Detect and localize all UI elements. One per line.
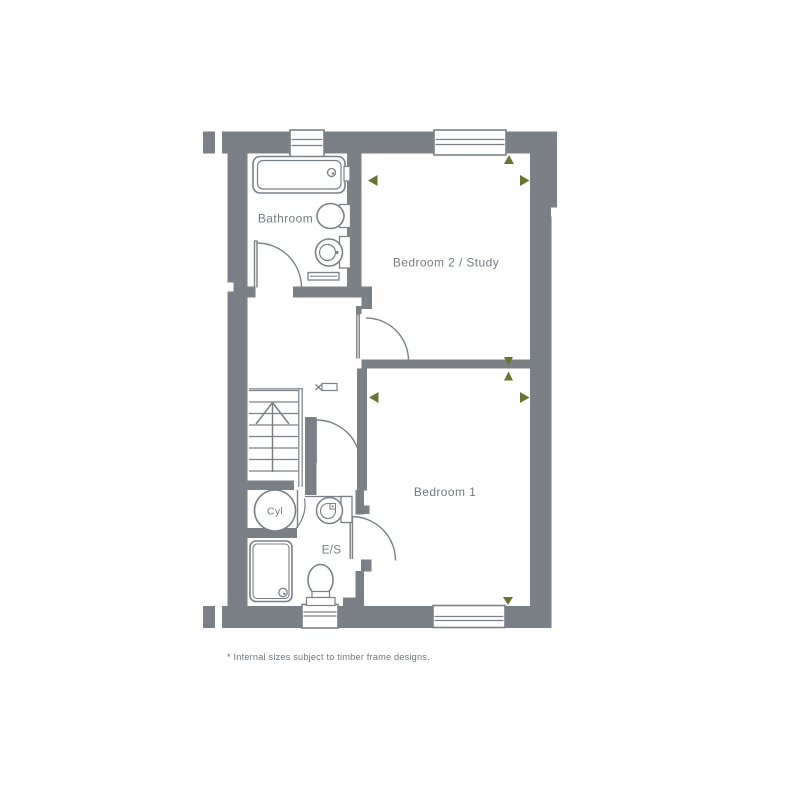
dim-arrow-down-bed1-icon [503, 597, 513, 605]
windows [286, 129, 507, 629]
party-wall-break-bottom [215, 604, 222, 630]
wall-bed2-door-stub [361, 297, 372, 309]
toilet-icon [314, 235, 352, 269]
cylinder-label: Cyl [267, 506, 283, 518]
ensuite-basin-icon [305, 495, 353, 525]
door-ensuite-icon [349, 515, 397, 561]
wall-bathroom-south [293, 286, 372, 298]
bathroom-label: Bathroom [258, 212, 313, 226]
door-bathroom-icon [253, 240, 303, 288]
wall-stairs-newel [305, 417, 317, 495]
party-wall-break-right [551, 207, 559, 217]
dim-arrow-up-bed2-icon [504, 155, 514, 164]
window-ensuite-icon [301, 603, 339, 629]
wall-ensuite-door-stub [361, 559, 372, 572]
wall-bed1-bed2-divider [361, 359, 530, 369]
bathroom-fixtures [252, 155, 352, 281]
dim-arrow-left-bed1-icon [369, 392, 379, 403]
dim-arrow-left-bed2-icon [368, 175, 378, 186]
wall-bed2-door-jamb [356, 306, 362, 314]
party-wall-break-top [215, 130, 222, 155]
bedroom2-label: Bedroom 2 / Study [393, 256, 499, 270]
door-bedroom2-icon [356, 313, 410, 361]
wall-left [227, 153, 248, 607]
footnote: * Internal sizes subject to timber frame… [227, 652, 430, 662]
wall-cylinder-north [247, 480, 294, 490]
bath-icon [252, 155, 351, 194]
wall-right-upper [530, 153, 557, 209]
wall-bed1-west [357, 368, 367, 491]
dim-arrow-up-divider-icon [504, 371, 513, 381]
dim-arrow-down-divider-icon [504, 357, 513, 366]
wall-ensuite-door-jamb [364, 505, 370, 514]
room-labels: Bathroom Bedroom 2 / Study Bedroom 1 Cyl… [258, 212, 499, 557]
dimension-arrows [368, 155, 530, 605]
door-bedroom1-icon [312, 417, 362, 465]
ensuite-label: E/S [322, 545, 341, 557]
wall-ensuite-east-upper [355, 490, 364, 515]
window-bathroom-icon [286, 129, 329, 159]
party-wall-break-left [226, 282, 234, 292]
wall-ensuite-foot [343, 597, 364, 607]
wall-ensuite-east-lower [355, 571, 364, 608]
window-bedroom1-icon [432, 604, 506, 629]
shower-tray-icon [249, 540, 293, 603]
loft-hatch-icon [315, 382, 338, 392]
wall-right [530, 207, 552, 607]
ensuite-toilet-icon [305, 563, 336, 607]
wall-cylinder-south [247, 528, 297, 538]
dim-arrow-right-bed1-icon [520, 392, 530, 403]
basin-icon [316, 202, 352, 230]
door-cupboard-swing-icon [292, 498, 306, 532]
dim-arrow-right-bed2-icon [520, 175, 530, 186]
wall-bathroom-south-stub [247, 286, 256, 298]
stairs-icon [249, 382, 338, 487]
bedroom1-label: Bedroom 1 [414, 485, 476, 499]
cylinder-icon [253, 489, 297, 532]
interior-walls [247, 153, 530, 608]
ensuite-fixtures [249, 489, 353, 607]
doors [253, 240, 410, 561]
radiator-icon [307, 271, 340, 281]
window-bedroom2-icon [433, 129, 507, 156]
